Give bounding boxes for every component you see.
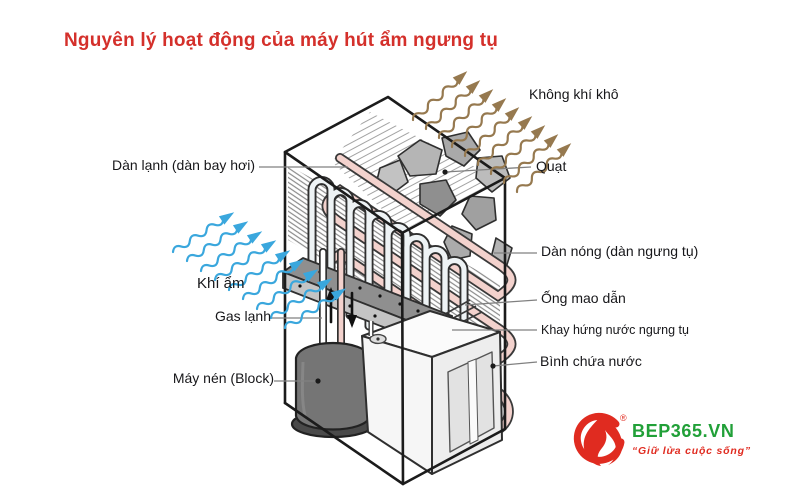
label-condenser: Dàn nóng (dàn ngưng tụ) bbox=[541, 243, 699, 259]
label-compressor: Máy nén (Block) bbox=[172, 370, 274, 386]
label-drip-tray: Khay hứng nước ngưng tụ bbox=[541, 323, 689, 337]
page-title: Nguyên lý hoạt động của máy hút ẩm ngưng… bbox=[64, 30, 499, 51]
refrigerant-pipes bbox=[319, 248, 357, 349]
compressor-body bbox=[290, 342, 376, 439]
leader-lines bbox=[259, 166, 538, 384]
label-dry-air: Không khí khô bbox=[529, 86, 619, 102]
label-evaporator: Dàn lạnh (dàn bay hơi) bbox=[111, 157, 255, 173]
label-capillary-tube: Ống mao dẫn bbox=[541, 290, 626, 306]
brand-logo: BEP365.VN “Giữ lửa cuộc sống” bbox=[572, 412, 751, 470]
label-water-tank: Bình chứa nước bbox=[540, 353, 642, 369]
flame-icon bbox=[573, 412, 625, 466]
label-moist-air: Khí ẩm bbox=[197, 275, 245, 292]
water-tank bbox=[361, 310, 503, 475]
registered-mark: ® bbox=[620, 413, 627, 423]
label-refrigerant-gas: Gas lạnh bbox=[214, 308, 271, 324]
label-fan: Quạt bbox=[536, 158, 567, 174]
brand-name: BEP365.VN bbox=[632, 421, 735, 441]
brand-tagline: “Giữ lửa cuộc sống” bbox=[632, 445, 751, 457]
